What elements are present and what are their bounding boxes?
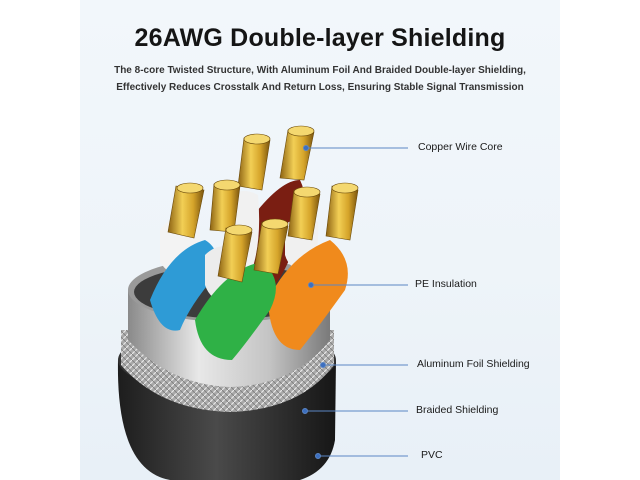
braid-leader-dot — [302, 408, 308, 414]
callout-pvc: PVC — [421, 449, 443, 461]
wire-blue-insulation — [150, 240, 218, 331]
wire-green-insulation — [195, 262, 276, 360]
pvc-leader-dot — [315, 453, 321, 459]
copper-leader-dot — [303, 145, 309, 151]
pe-leader-dot — [308, 282, 314, 288]
page-title: 26AWG Double-layer Shielding — [134, 24, 506, 52]
cable-cross-section-illustration — [117, 125, 408, 480]
callout-braided-shielding: Braided Shielding — [416, 404, 499, 416]
copper-cores — [167, 125, 359, 283]
wire-orange-insulation — [268, 240, 348, 350]
foil-leader-dot — [320, 362, 326, 368]
description-text: The 8-core Twisted Structure, With Alumi… — [80, 62, 560, 96]
callout-copper-wire-core: Copper Wire Core — [418, 141, 503, 153]
description-line-2: Effectively Reduces Crosstalk And Return… — [116, 82, 524, 93]
description-line-1: The 8-core Twisted Structure, With Alumi… — [114, 65, 526, 76]
callout-aluminum-foil: Aluminum Foil Shielding — [417, 358, 530, 370]
callout-pe-insulation: PE Insulation — [415, 278, 477, 290]
